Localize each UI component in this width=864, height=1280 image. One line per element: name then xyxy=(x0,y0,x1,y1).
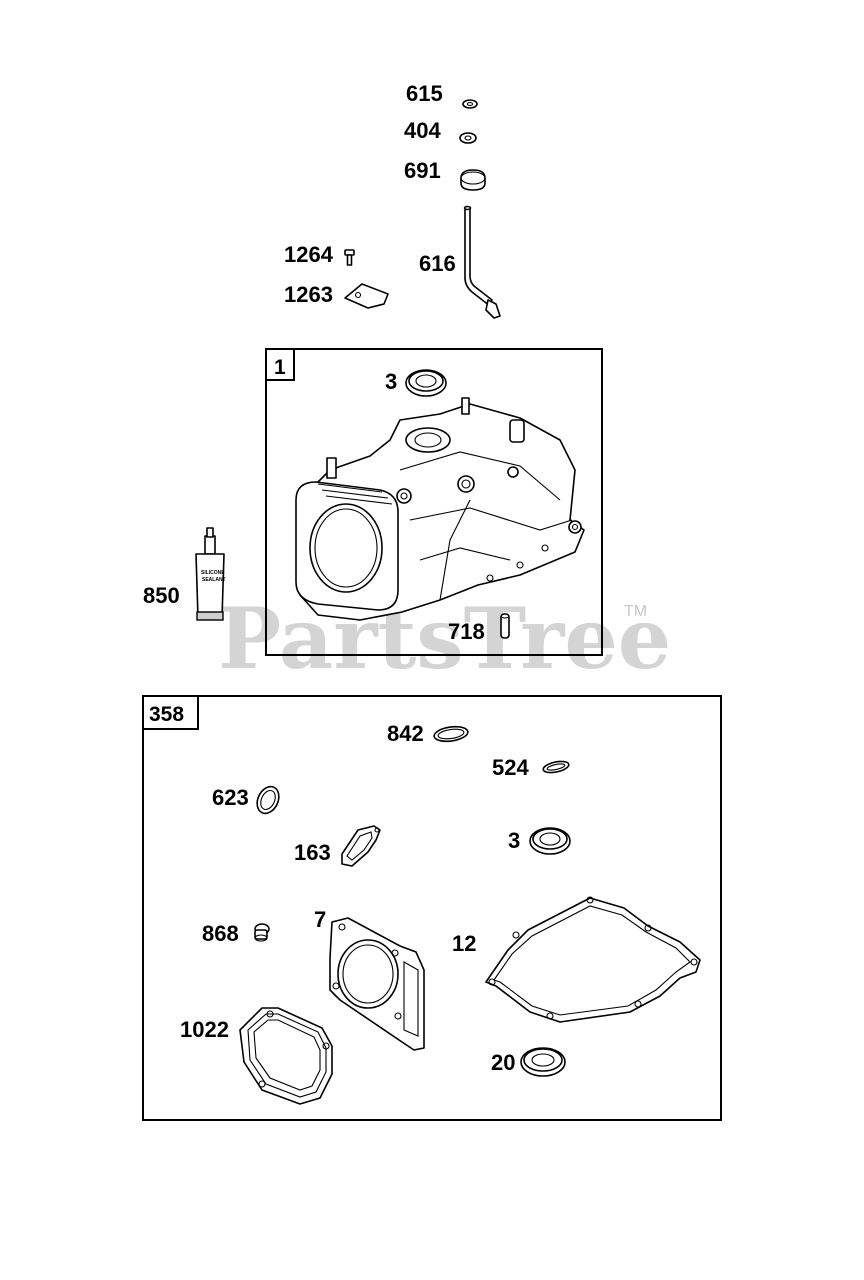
watermark-trademark: TM xyxy=(624,603,647,620)
part-623-o-ring[interactable] xyxy=(253,783,283,817)
part-label-718[interactable]: 718 xyxy=(448,619,485,644)
part-1-cylinder-block[interactable] xyxy=(295,397,585,621)
part-label-615[interactable]: 615 xyxy=(406,81,443,106)
part-163-gasket[interactable] xyxy=(341,825,381,867)
part-3-oil-seal[interactable] xyxy=(405,369,447,397)
part-label-842[interactable]: 842 xyxy=(387,721,424,746)
partstree-watermark: PartsTree xyxy=(218,589,671,688)
group-1-label[interactable]: 1 xyxy=(274,356,286,379)
part-label-3-lower[interactable]: 3 xyxy=(508,828,520,853)
part-label-1263[interactable]: 1263 xyxy=(284,282,333,307)
part-615-nut[interactable] xyxy=(462,99,478,109)
part-7-head-gasket[interactable] xyxy=(329,917,425,1051)
part-850-silicone-sealant-tube[interactable]: SILICONE SEALANT xyxy=(195,527,226,621)
group-1-tag xyxy=(265,348,295,381)
part-label-1022[interactable]: 1022 xyxy=(180,1017,229,1042)
part-label-7[interactable]: 7 xyxy=(314,907,326,932)
group-358-label[interactable]: 358 xyxy=(149,703,184,726)
part-691-grommet[interactable] xyxy=(460,169,486,191)
part-20-seal[interactable] xyxy=(520,1047,566,1077)
part-label-623[interactable]: 623 xyxy=(212,785,249,810)
tube-text-line2: SEALANT xyxy=(202,577,226,583)
part-1263-bracket[interactable] xyxy=(344,283,389,309)
part-404-washer[interactable] xyxy=(459,132,477,144)
part-label-20[interactable]: 20 xyxy=(491,1050,515,1075)
part-label-524[interactable]: 524 xyxy=(492,755,529,780)
group-1-frame xyxy=(265,348,603,656)
part-12-crankcase-gasket[interactable] xyxy=(485,896,701,1023)
part-label-850[interactable]: 850 xyxy=(143,583,180,608)
part-3-oil-seal-kit[interactable] xyxy=(529,827,571,855)
part-524-o-ring[interactable] xyxy=(542,759,570,774)
part-label-12[interactable]: 12 xyxy=(452,931,476,956)
group-358-tag xyxy=(142,695,199,730)
part-label-1264[interactable]: 1264 xyxy=(284,242,334,267)
part-616-dipstick-tube[interactable] xyxy=(463,205,501,319)
part-label-868[interactable]: 868 xyxy=(202,921,239,946)
part-label-3-upper[interactable]: 3 xyxy=(385,369,397,394)
tube-text-line1: SILICONE xyxy=(201,570,225,576)
part-718-dowel-pin[interactable] xyxy=(500,613,510,639)
part-842-o-ring[interactable] xyxy=(433,725,469,744)
part-label-404[interactable]: 404 xyxy=(404,118,441,143)
part-1022-gasket[interactable] xyxy=(239,1007,333,1105)
part-868-plug[interactable] xyxy=(254,923,270,942)
part-label-691[interactable]: 691 xyxy=(404,158,441,183)
part-1264-screw[interactable] xyxy=(344,249,355,266)
part-label-616[interactable]: 616 xyxy=(419,251,456,276)
group-358-frame xyxy=(142,695,722,1121)
part-label-163[interactable]: 163 xyxy=(294,840,331,865)
